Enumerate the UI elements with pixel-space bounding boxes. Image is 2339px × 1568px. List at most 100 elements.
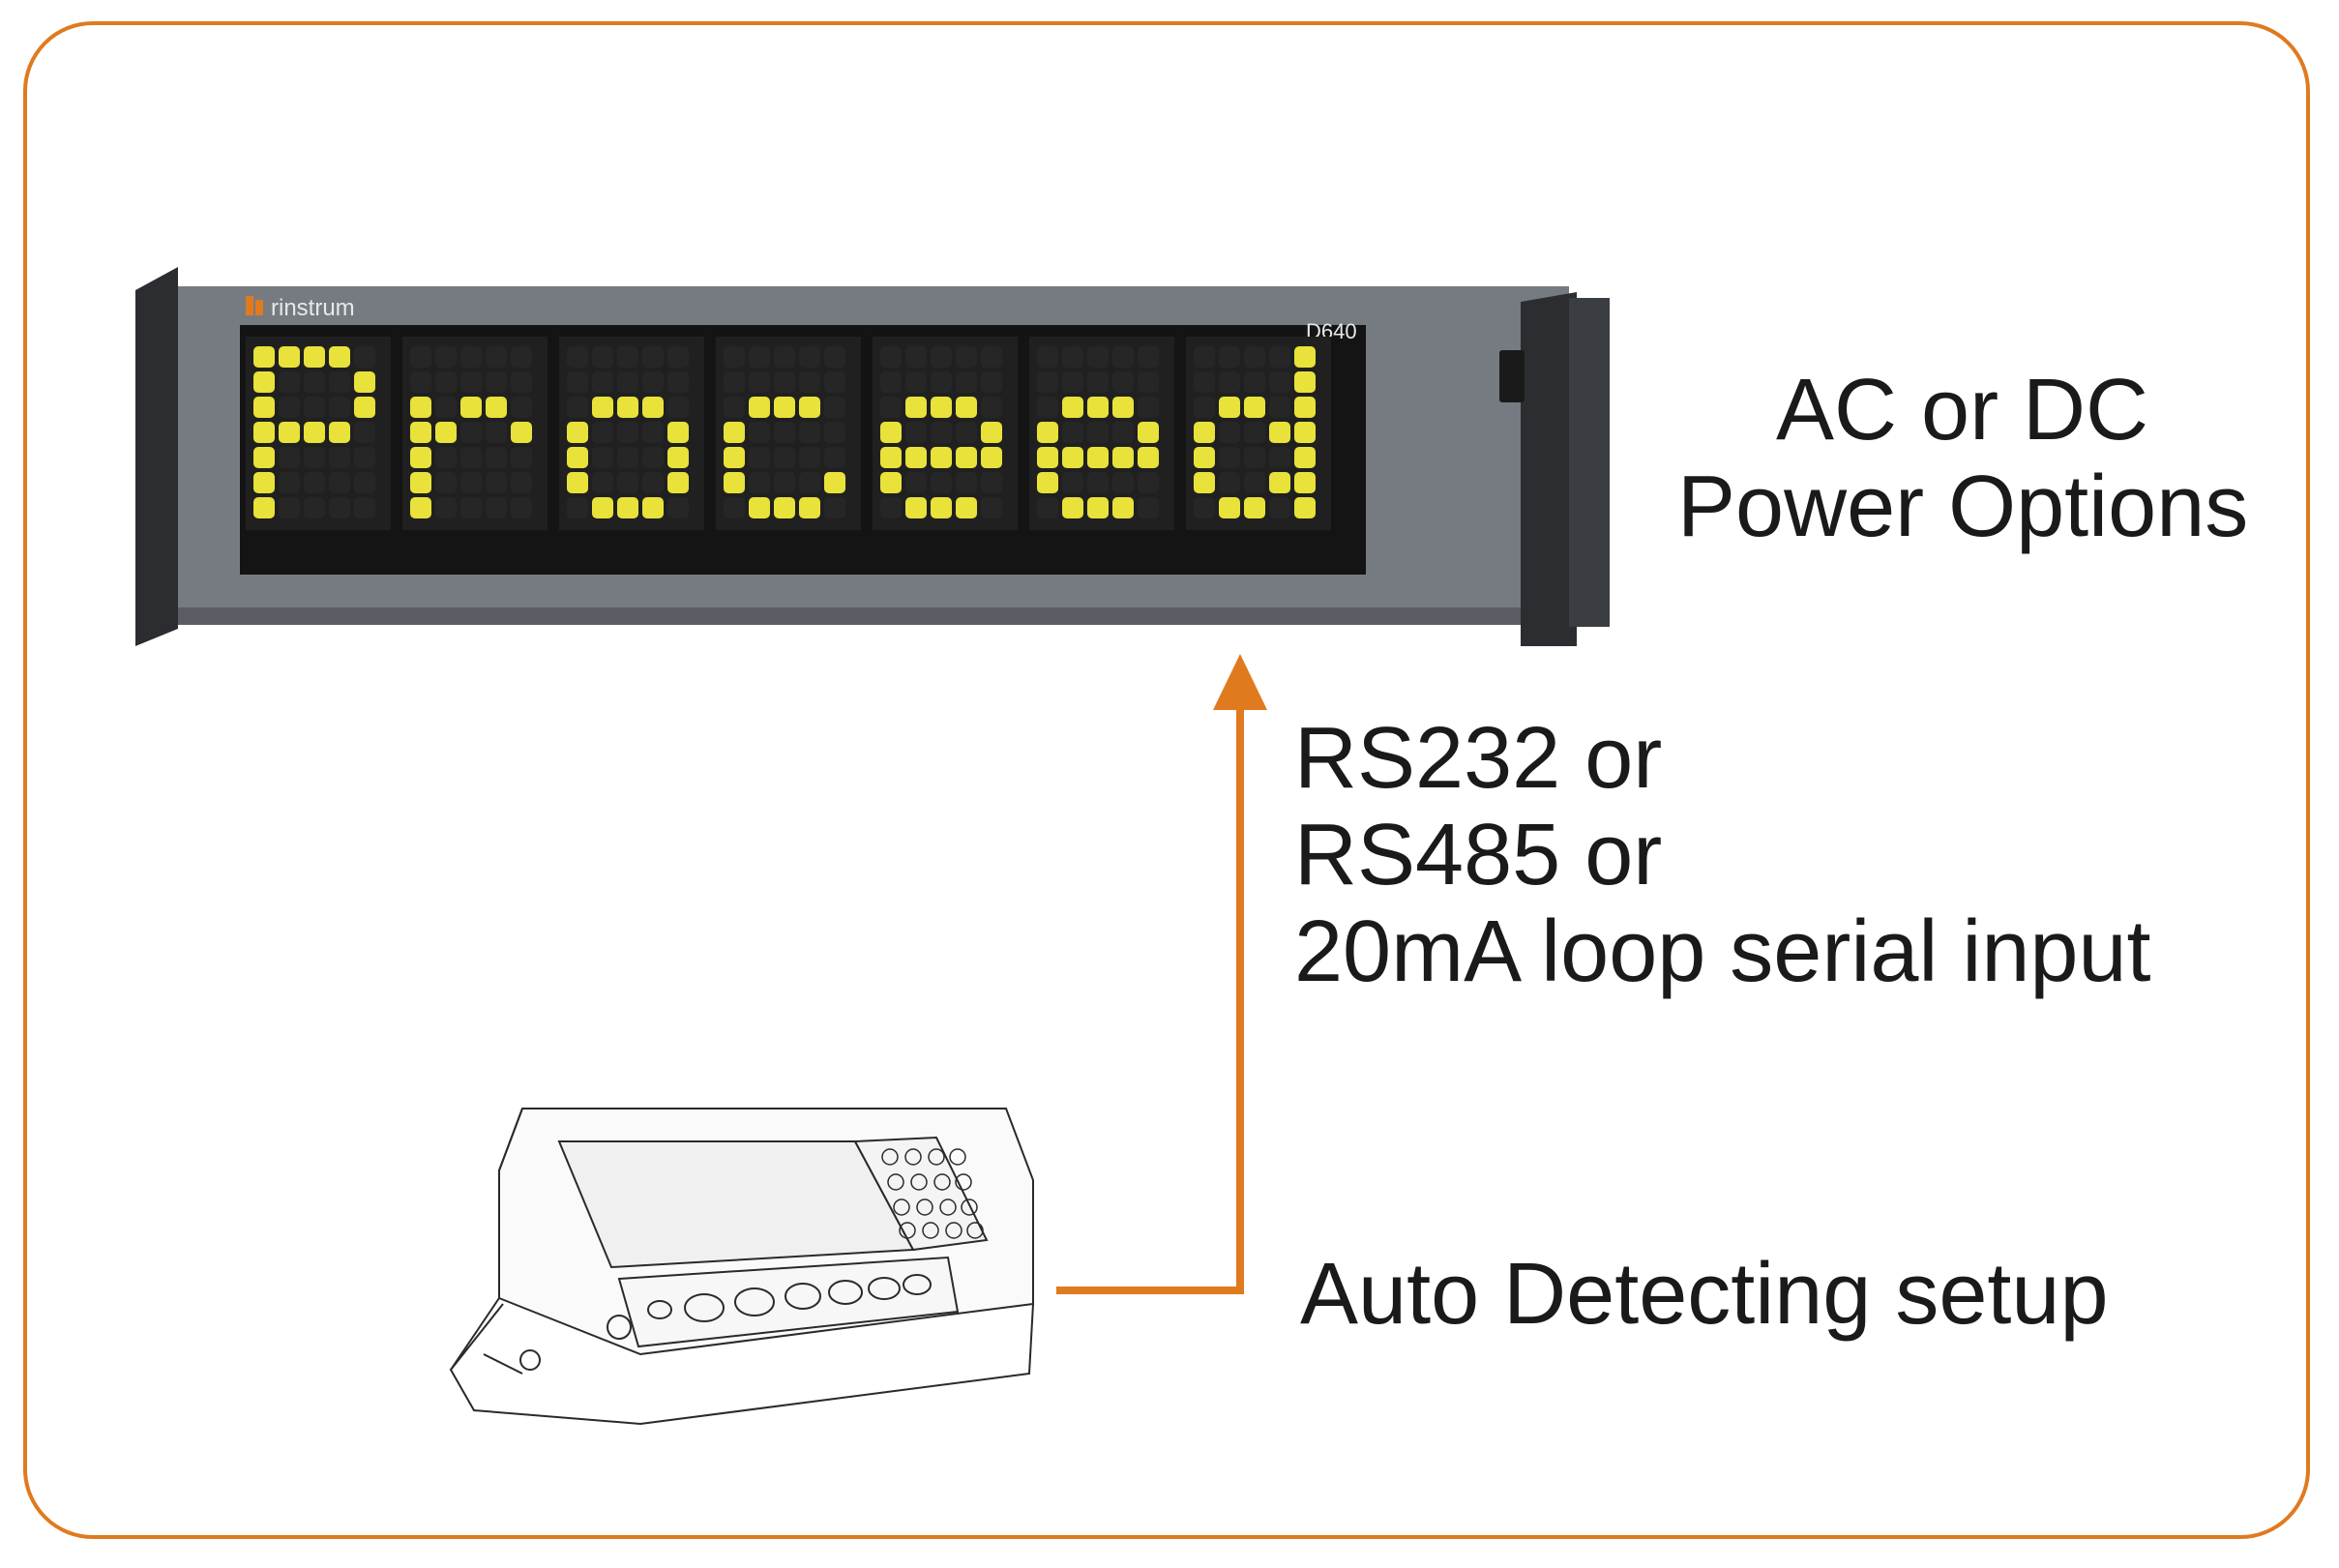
led-dot-off	[486, 422, 507, 443]
led-dot-on	[799, 497, 820, 518]
led-dot-on	[1294, 447, 1316, 468]
led-dot-off	[1244, 346, 1265, 368]
led-dot-off	[486, 346, 507, 368]
led-dot-on	[617, 497, 638, 518]
led-dot-off	[460, 447, 482, 468]
led-dot-off	[329, 371, 350, 393]
led-dot-off	[435, 397, 457, 418]
led-dot-off	[1062, 422, 1083, 443]
auto-detect-label: Auto Detecting setup	[1300, 1246, 2109, 1343]
led-dot-off	[1138, 371, 1159, 393]
led-dot-off	[592, 447, 613, 468]
led-dot-off	[511, 472, 532, 493]
led-dot-off	[279, 371, 300, 393]
led-dot-on	[253, 397, 275, 418]
led-dot-off	[1062, 346, 1083, 368]
led-dot-off	[567, 371, 588, 393]
led-dot-on	[956, 447, 977, 468]
led-dot-off	[1112, 472, 1134, 493]
led-dot-off	[592, 346, 613, 368]
led-dot-on	[410, 422, 431, 443]
led-dot-off	[824, 422, 845, 443]
led-dot-off	[905, 371, 927, 393]
led-dot-off	[486, 447, 507, 468]
led-dot-off	[435, 472, 457, 493]
led-dot-off	[511, 371, 532, 393]
led-dot-off	[486, 472, 507, 493]
led-dot-on	[1037, 422, 1058, 443]
led-dot-off	[824, 497, 845, 518]
led-dot-off	[1087, 472, 1109, 493]
led-dot-off	[1194, 346, 1215, 368]
led-dot-off	[1087, 422, 1109, 443]
led-dot-off	[1112, 346, 1134, 368]
display-left-bracket	[135, 267, 178, 646]
led-dot-off	[1269, 397, 1290, 418]
indicator-buttons	[647, 1274, 932, 1322]
led-dot-off	[931, 371, 952, 393]
led-dot-off	[749, 472, 770, 493]
led-dot-off	[724, 497, 745, 518]
led-dot-off	[724, 397, 745, 418]
led-dot-on	[279, 422, 300, 443]
led-dot-off	[410, 346, 431, 368]
led-dot-on	[1294, 422, 1316, 443]
led-dot-on	[931, 397, 952, 418]
led-dot-off	[1037, 346, 1058, 368]
led-dot-off	[617, 472, 638, 493]
led-dot-on	[981, 447, 1002, 468]
led-dot-off	[931, 422, 952, 443]
led-dot-on	[981, 422, 1002, 443]
led-dot-off	[486, 497, 507, 518]
led-dot-on	[905, 447, 927, 468]
led-dot-on	[1294, 497, 1316, 518]
led-dot-on	[410, 397, 431, 418]
led-dot-off	[354, 497, 375, 518]
led-dot-on	[1294, 346, 1316, 368]
led-dot-off	[642, 346, 664, 368]
led-dot-on	[880, 422, 902, 443]
led-dot-on	[642, 497, 664, 518]
led-dot-on	[410, 497, 431, 518]
led-dot-on	[1194, 472, 1215, 493]
logo: rinstrum	[246, 295, 355, 321]
led-dot-on	[617, 397, 638, 418]
serial-line-1: RS232 or	[1294, 710, 1663, 807]
power-options-label: AC or DC	[1776, 362, 2148, 459]
led-dot-on	[824, 472, 845, 493]
led-dot-on	[1138, 447, 1159, 468]
led-dot-off	[460, 371, 482, 393]
led-matrix	[246, 337, 1331, 530]
led-dot-on	[724, 422, 745, 443]
led-dot-on	[486, 397, 507, 418]
led-dot-off	[956, 346, 977, 368]
led-dot-on	[667, 447, 689, 468]
led-dot-on	[253, 447, 275, 468]
led-dot-off	[329, 447, 350, 468]
led-dot-off	[1269, 447, 1290, 468]
led-dot-off	[981, 346, 1002, 368]
serial-line-2: RS485 or	[1294, 807, 1663, 903]
led-dot-off	[749, 447, 770, 468]
led-dot-off	[354, 472, 375, 493]
led-dot-off	[279, 472, 300, 493]
led-dot-on	[354, 371, 375, 393]
led-dot-off	[667, 497, 689, 518]
led-dot-on	[279, 346, 300, 368]
led-dot-off	[667, 371, 689, 393]
led-dot-on	[1062, 447, 1083, 468]
led-dot-on	[1294, 397, 1316, 418]
led-dot-off	[304, 371, 325, 393]
led-dot-off	[617, 447, 638, 468]
led-dot-off	[956, 472, 977, 493]
connection-arrow	[1056, 654, 1267, 1294]
led-dot-on	[956, 397, 977, 418]
led-dot-off	[749, 371, 770, 393]
led-dot-off	[486, 371, 507, 393]
led-dot-off	[1244, 472, 1265, 493]
led-dot-off	[956, 422, 977, 443]
led-dot-off	[880, 397, 902, 418]
led-dot-off	[799, 346, 820, 368]
led-dot-off	[880, 371, 902, 393]
